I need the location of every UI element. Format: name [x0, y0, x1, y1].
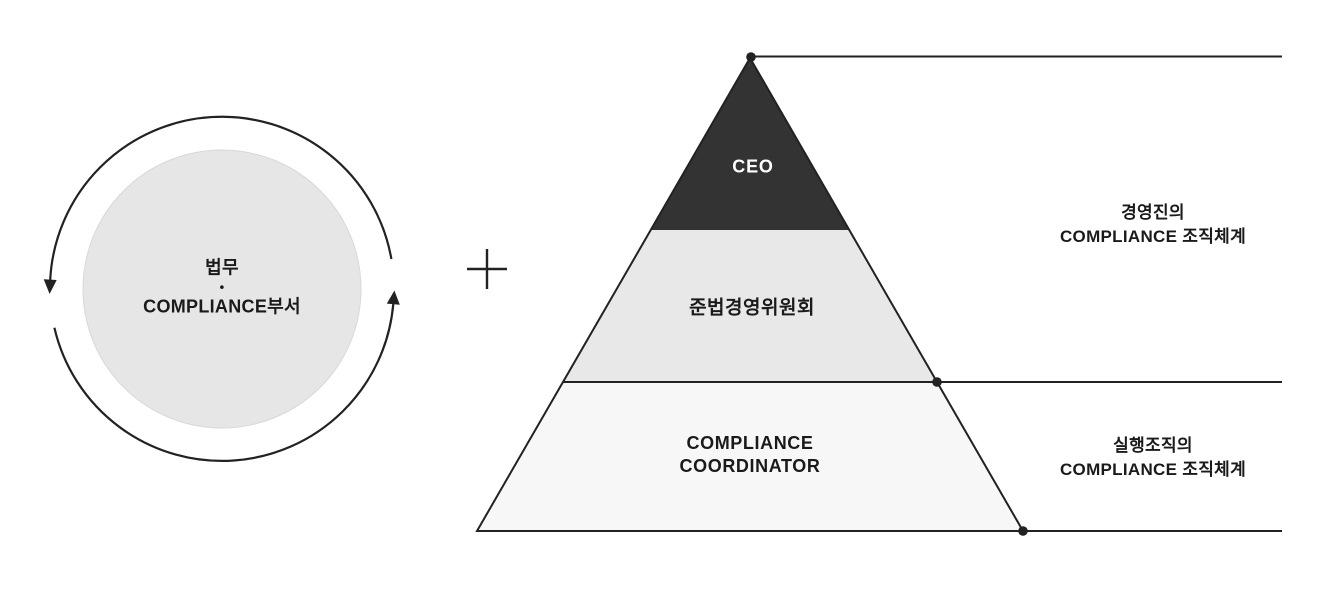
legal-compliance-circle-label: 법무 • COMPLIANCE부서 [143, 255, 301, 320]
annotation-execution-line2: COMPLIANCE 조직체계 [1059, 460, 1247, 479]
arrow-down-icon [43, 279, 57, 294]
annotation-executive-line2: COMPLIANCE 조직체계 [1059, 227, 1247, 246]
pyramid-level-ceo [650, 58, 850, 230]
pyramid-level-coordinator [477, 382, 1023, 531]
node-dot-bottom [1018, 526, 1028, 536]
annotation-executive: 경영진의 COMPLIANCE 조직체계 [1060, 201, 1246, 249]
cycle-arc-bottom [53, 303, 395, 462]
circle-label-top: 법무 [205, 257, 239, 278]
annotation-execution-line1: 실행조직의 [1113, 436, 1193, 455]
pyramid-label-coordinator-line1: COMPLIANCE [686, 433, 814, 453]
pyramid-outline [475, 55, 1025, 532]
legal-compliance-circle [83, 150, 361, 428]
pyramid-label-committee: 준법경영위원회 [689, 297, 815, 319]
node-dot-middle [932, 377, 942, 387]
circle-label-separator-dot: • [219, 279, 225, 295]
annotation-executive-line1: 경영진의 [1121, 203, 1185, 222]
pyramid-label-coordinator-line2: COORDINATOR [679, 456, 821, 476]
pyramid-level-committee [563, 230, 937, 382]
cycle-arc-top [49, 115, 393, 281]
plus-icon [467, 249, 507, 289]
legal-compliance-circle-border [82, 149, 362, 429]
counterclockwise-cycle-arrows-icon [49, 115, 395, 462]
pyramid-label-ceo: CEO [732, 156, 774, 177]
pyramid-label-coordinator: COMPLIANCE COORDINATOR [680, 432, 821, 478]
circle-label-bottom: COMPLIANCE부서 [143, 296, 301, 317]
node-dot-apex [746, 52, 756, 62]
arrow-up-icon [386, 290, 400, 305]
annotation-execution: 실행조직의 COMPLIANCE 조직체계 [1060, 434, 1246, 482]
